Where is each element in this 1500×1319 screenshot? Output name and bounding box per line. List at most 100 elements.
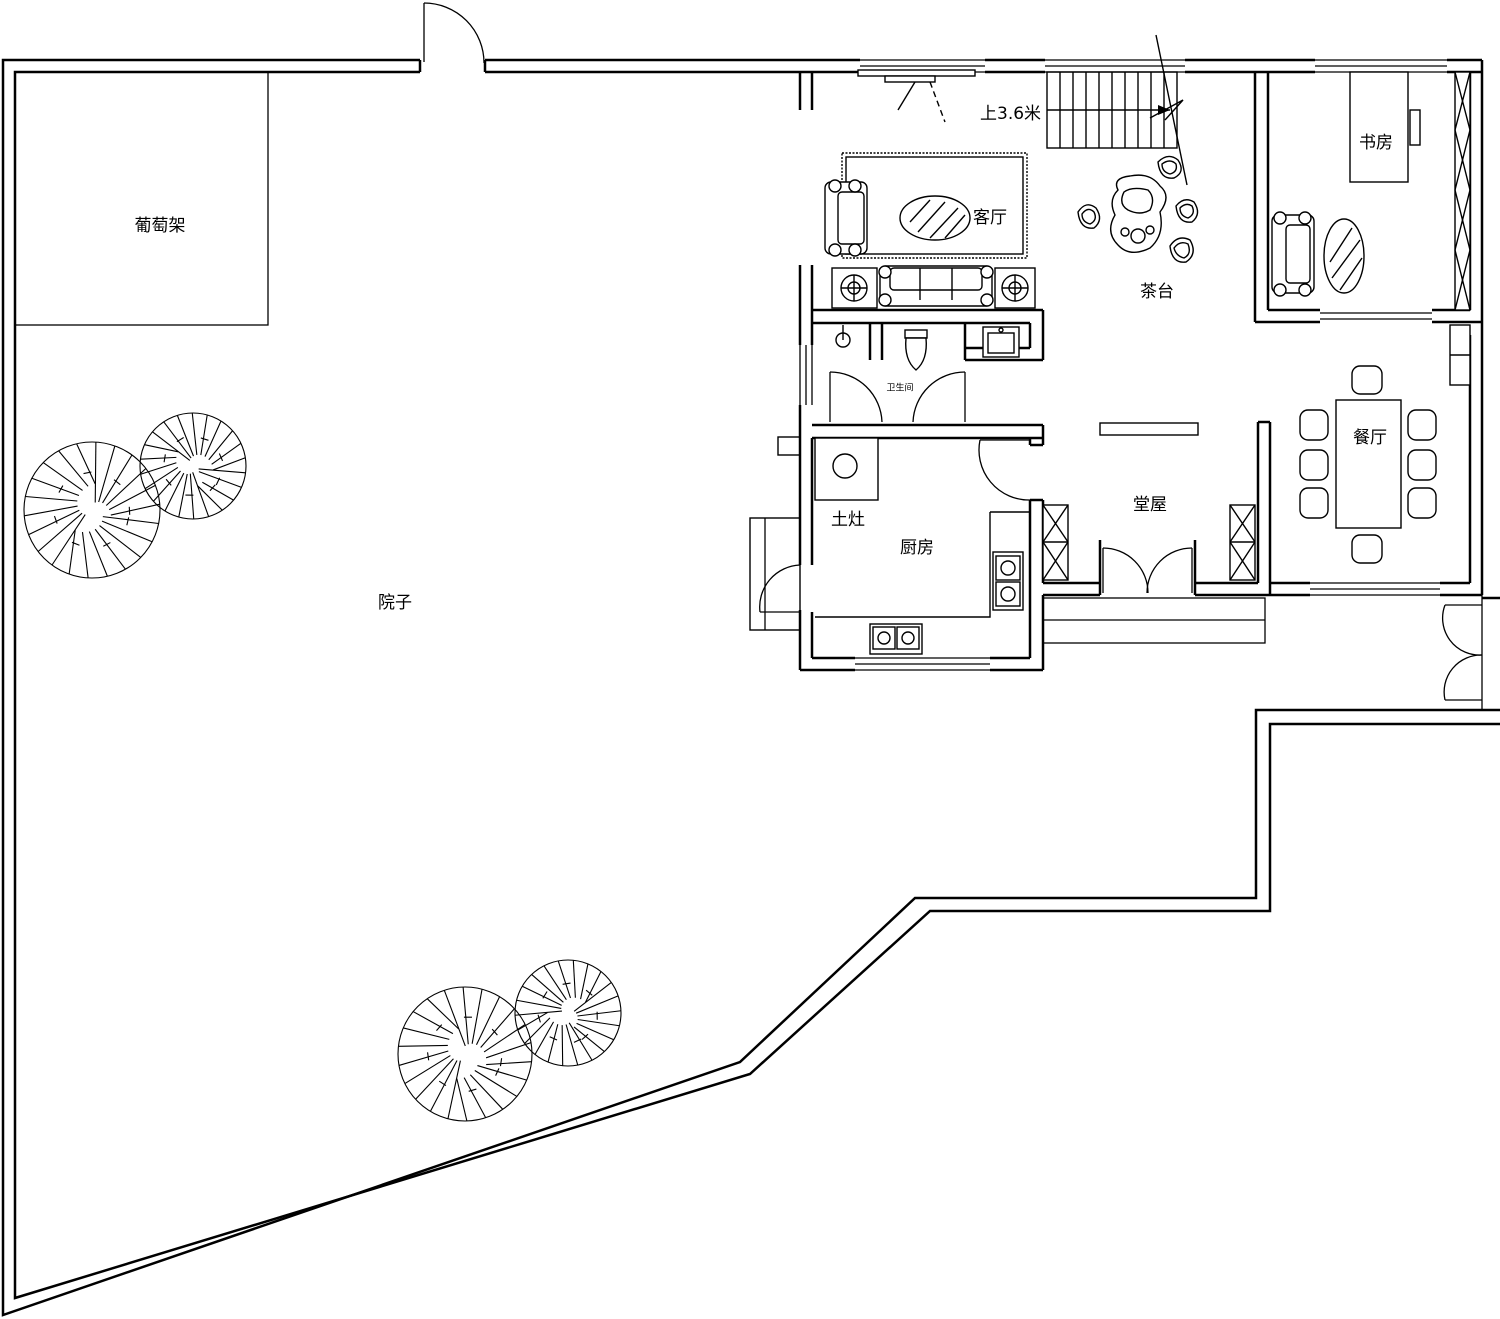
tree-twig: [438, 1080, 447, 1087]
tree-branch: [543, 965, 567, 1000]
tree-twig: [209, 484, 216, 492]
tree-branch: [211, 442, 242, 465]
tree-branch: [486, 1061, 532, 1066]
tree-twig: [113, 479, 121, 486]
tree-branch: [403, 1027, 450, 1040]
tree-branch: [37, 512, 83, 552]
tree-branch: [521, 985, 562, 1006]
tree-branch: [140, 456, 177, 460]
tree-branch: [547, 1024, 559, 1063]
study-desk-lamp: [1409, 109, 1421, 146]
tree-branch: [81, 531, 89, 578]
room-label-living-room: 客厅: [973, 208, 1007, 228]
tree-branch: [456, 1078, 468, 1122]
toilet: [904, 329, 928, 371]
room-label-earth-stove: 土灶: [831, 510, 865, 530]
tea-table-set: [1077, 155, 1199, 263]
tree-branch: [105, 468, 147, 506]
tree-branch: [429, 1060, 458, 1112]
tree-branch: [469, 1074, 504, 1110]
study-armchair: [1271, 211, 1315, 297]
tree-twig: [218, 453, 224, 462]
ac-unit: [777, 436, 801, 456]
tree-branch: [58, 450, 89, 487]
tree-branch: [140, 462, 177, 475]
tree-branch: [197, 485, 223, 511]
tree-branch: [28, 509, 80, 536]
coffee-table: [899, 195, 971, 241]
tree-branch: [398, 1044, 448, 1047]
tree-branch: [51, 514, 86, 566]
tree-branch: [580, 963, 589, 1000]
kitchen-back-door: [759, 564, 801, 613]
tree-branch: [485, 1042, 532, 1059]
hall-altar-table: [1099, 422, 1199, 436]
tree-twig: [71, 541, 80, 546]
tree-branch: [176, 415, 195, 457]
stair-arrow: [1047, 34, 1188, 186]
kitchen-door: [978, 439, 1031, 501]
tree-branch: [557, 960, 572, 999]
tree-branch: [463, 1077, 487, 1118]
tree-twig: [495, 1068, 500, 1076]
bathroom-door-right: [912, 371, 966, 423]
tree-branch: [480, 1008, 515, 1048]
tree-branch: [152, 431, 191, 461]
grape-trellis: [14, 71, 269, 326]
side-table-right: [994, 267, 1036, 309]
tree-branch: [568, 1022, 593, 1061]
tree-branch: [577, 1010, 622, 1017]
tree-twig: [549, 1036, 558, 1041]
tree-branch: [474, 1070, 518, 1097]
tree-branch: [212, 457, 246, 471]
dining-chairs: [1299, 365, 1437, 564]
tree-branch: [198, 468, 246, 474]
gas-stove-right: [992, 551, 1024, 611]
tree-branch: [98, 445, 116, 503]
tree-branch: [24, 505, 78, 517]
tree-branch: [191, 412, 198, 456]
tree-branch: [25, 495, 78, 502]
tree-branch: [94, 528, 126, 570]
tree-canopy: [397, 986, 533, 1122]
tree-branch: [517, 1012, 548, 1031]
tree-branch: [565, 1024, 579, 1066]
tree-branch: [76, 443, 96, 485]
kitchen-side-porch: [749, 517, 801, 631]
tree-branch: [534, 1021, 555, 1055]
tree-branch: [144, 466, 179, 490]
room-label-main-hall: 堂屋: [1133, 495, 1167, 515]
room-label-dining-room: 餐厅: [1353, 428, 1387, 448]
tree-twig: [53, 515, 58, 524]
tree-branch: [144, 444, 179, 453]
tree-twig: [165, 478, 172, 486]
tree-twig: [537, 1014, 541, 1023]
tree-branch: [412, 1011, 454, 1035]
study-rug: [1323, 218, 1365, 294]
room-label-tea-table: 茶台: [1140, 282, 1174, 302]
tree-twig: [542, 991, 548, 999]
hall-cabinet-left: [1042, 504, 1069, 581]
tree-canopy: [23, 441, 161, 579]
tv-console: [857, 69, 976, 123]
room-label-bathroom: 卫生间: [886, 382, 913, 394]
armchair-left: [824, 179, 868, 257]
sofa: [878, 265, 994, 307]
tree-branch: [178, 473, 188, 518]
tree-branch: [99, 525, 142, 558]
tree-twig: [163, 454, 166, 463]
tree-branch: [31, 477, 80, 497]
courtyard-gate-door: [423, 2, 485, 64]
tree-branch: [200, 414, 208, 456]
tree-twig: [215, 477, 221, 486]
tree-branch: [153, 470, 181, 502]
bathroom-door-left: [829, 371, 883, 423]
tree-twig: [58, 485, 64, 493]
tree-branch: [572, 960, 576, 998]
tree-canopy: [514, 959, 622, 1067]
tree-branch: [575, 995, 619, 1014]
tree-branch: [475, 996, 501, 1045]
tree-branch: [573, 1026, 605, 1052]
tree-twig: [585, 989, 593, 996]
stair-level-label: 上3.6米: [980, 104, 1041, 124]
